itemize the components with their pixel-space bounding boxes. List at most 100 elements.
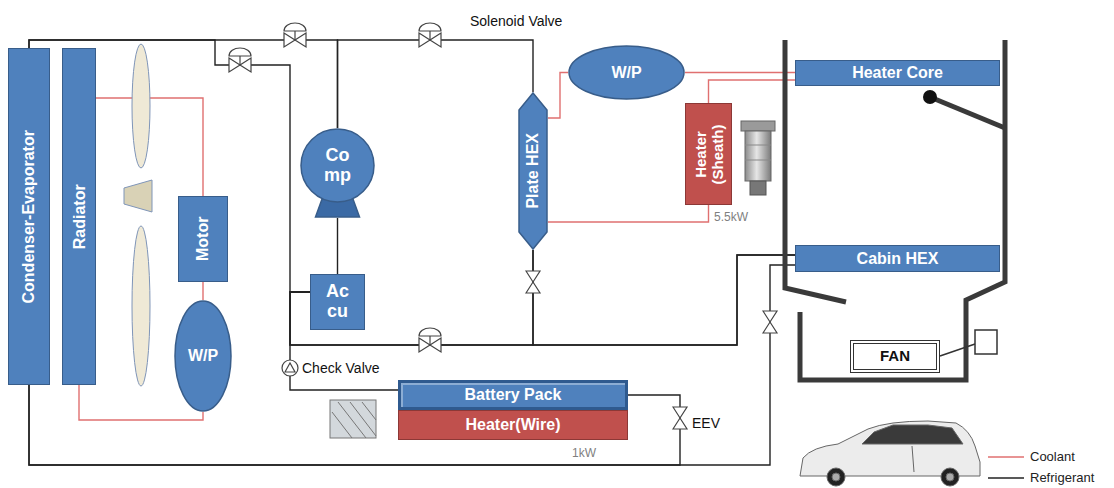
- car-illustration: [862, 425, 963, 444]
- expansion-valve: [526, 271, 540, 293]
- solenoid-valve: [419, 328, 441, 352]
- radiator-box: Radiator: [62, 48, 96, 385]
- hexagon-shape: [519, 93, 547, 249]
- ellipse-shape: [569, 46, 684, 99]
- solenoid-valve: [239, 56, 240, 65]
- solenoid-valve: [229, 23, 441, 352]
- solenoid-valve: [284, 23, 306, 31]
- fan-blades: [132, 226, 150, 386]
- wire-heater-photo: [330, 400, 376, 438]
- check-valve: [282, 360, 298, 376]
- refrigerant-pipe: [338, 40, 534, 128]
- node-text: Condenser-Evaporator: [20, 130, 38, 303]
- battery-pack-box: Battery Pack: [398, 380, 628, 410]
- refrigerant-pipe: [533, 250, 795, 345]
- motor-box: Motor: [178, 196, 228, 282]
- label-holder: EEV: [692, 414, 720, 432]
- part-label: EEV: [692, 415, 720, 431]
- fan-motor: [940, 344, 975, 356]
- refrigerant-pipe: [290, 255, 795, 345]
- solenoid-valve: [229, 48, 251, 56]
- fan-box: FAN: [850, 340, 940, 373]
- fan-motor: [975, 330, 997, 354]
- coolant-pipe: [548, 205, 709, 222]
- air-duct: [800, 40, 1005, 380]
- sheath-heater-photo: [741, 121, 775, 131]
- swatch-line: [988, 456, 1024, 458]
- node-text: Motor: [194, 217, 212, 261]
- sheath-heater-photo: [745, 160, 771, 161]
- node-text: Battery Pack: [465, 386, 562, 404]
- solenoid-valve: [419, 328, 441, 336]
- label-holder: Solenoid Valve: [470, 12, 562, 30]
- solenoid-valve: [419, 23, 441, 47]
- wire-heater-photo: [350, 402, 376, 436]
- label-holder: 5.5kW: [714, 207, 748, 225]
- node-text: W/P: [188, 347, 218, 365]
- fan-blades: [124, 180, 152, 212]
- expansion-valve: [763, 311, 777, 333]
- plate-hex-hexagon: Plate HEX: [518, 92, 548, 250]
- fan-motor: [940, 330, 997, 356]
- coolant-pipe: [202, 282, 203, 300]
- node-text: Heater Core: [852, 64, 943, 82]
- water-pump-ellipse: W/P: [568, 45, 685, 100]
- car-illustration: [832, 473, 840, 481]
- car-illustration: [800, 421, 980, 476]
- condenser-evaporator-box: Condenser-Evaporator: [8, 48, 50, 385]
- sheath-heater-photo: [745, 131, 771, 181]
- compressor-circle: Co mp: [300, 128, 375, 218]
- check-valve: [282, 360, 298, 376]
- power-rating: 5.5kW: [714, 210, 748, 224]
- sheath-heater-photo: [741, 121, 775, 195]
- car-illustration: [912, 446, 914, 472]
- coolant-pipe: [548, 73, 568, 119]
- part-label: Check Valve: [302, 360, 380, 376]
- heater-core-box: Heater Core: [795, 60, 1000, 86]
- part-label: Solenoid Valve: [470, 13, 562, 29]
- air-duct: [930, 97, 1005, 128]
- damper-pivot: [923, 90, 937, 104]
- solenoid-valve: [429, 336, 430, 345]
- legend-row: Refrigerant: [988, 467, 1094, 488]
- solenoid-valve: [284, 23, 306, 47]
- node-text: Heater (Sheath): [692, 108, 725, 200]
- node-text: Radiator: [70, 184, 88, 249]
- check-valve: [285, 363, 295, 372]
- wire-heater-box: Heater(Wire): [398, 410, 628, 440]
- node-text: Ac cu: [322, 282, 354, 322]
- solenoid-valve: [419, 23, 441, 31]
- legend-text: Coolant: [1030, 449, 1075, 464]
- car-illustration: [827, 468, 845, 486]
- compressor-body: [301, 129, 374, 202]
- sheath-heater-box: Heater (Sheath): [685, 103, 732, 205]
- legend-swatch: [988, 452, 1024, 462]
- node-text: Co mp: [320, 146, 356, 186]
- label-holder: Check Valve: [302, 359, 380, 377]
- expansion-valve: [673, 407, 687, 429]
- sheath-heater-photo: [745, 145, 771, 146]
- accumulator-box: Ac cu: [310, 274, 365, 330]
- wire-heater-photo: [338, 402, 366, 438]
- solenoid-valve: [429, 31, 430, 40]
- node-text: Plate HEX: [524, 133, 542, 209]
- node-text: Heater(Wire): [466, 416, 561, 434]
- ellipse-shape: [175, 301, 231, 411]
- cabin-hex-box: Cabin HEX: [795, 245, 1000, 272]
- legend-text: Refrigerant: [1030, 470, 1094, 485]
- swatch-line: [988, 477, 1024, 479]
- solenoid-valve: [294, 31, 295, 40]
- legend: CoolantRefrigerant: [988, 446, 1094, 488]
- car-illustration: [941, 468, 959, 486]
- legend-swatch: [988, 473, 1024, 483]
- solenoid-valve: [229, 48, 251, 72]
- fan-blades: [132, 44, 150, 168]
- coolant-pipe: [685, 72, 795, 73]
- node-text: FAN: [880, 348, 910, 365]
- refrigerant-pipe: [290, 250, 533, 345]
- wire-heater-photo: [330, 400, 376, 438]
- car-illustration: [800, 421, 980, 486]
